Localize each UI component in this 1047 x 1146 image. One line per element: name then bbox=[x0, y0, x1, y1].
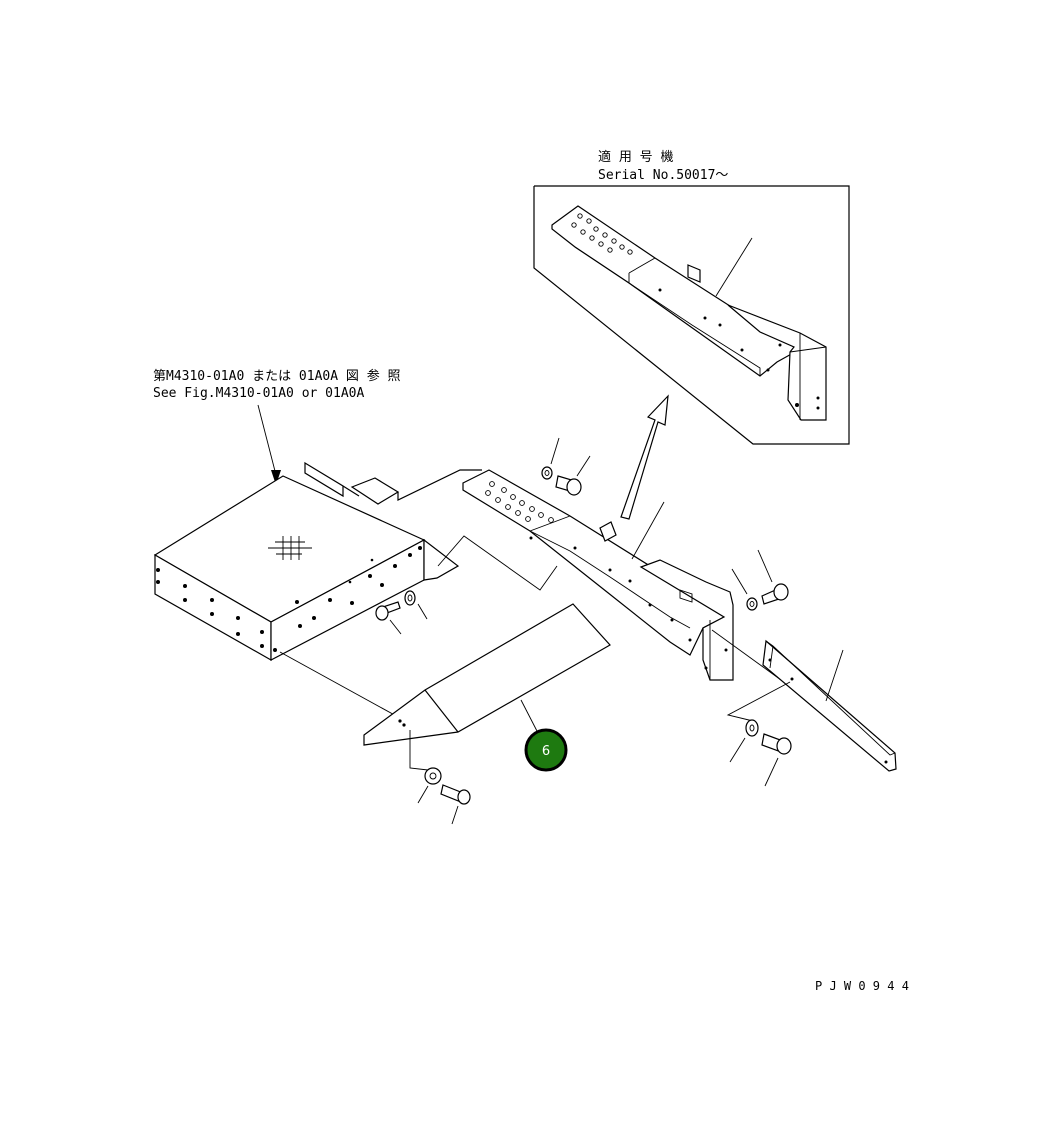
ref-note-jp: 第M4310-01A0 または 01A0A 図 参 照 bbox=[153, 368, 401, 384]
callout-6-badge[interactable] bbox=[524, 728, 568, 772]
bolt-housing bbox=[375, 590, 428, 635]
housing-label-glyph bbox=[268, 536, 312, 560]
drawing-code: P J W 0 9 4 4 bbox=[815, 979, 909, 993]
floor-plate bbox=[363, 603, 611, 746]
step-bracket-leader bbox=[631, 501, 665, 560]
ref-note-en: See Fig.M4310-01A0 or 01A0A bbox=[153, 386, 364, 401]
inset-leader bbox=[715, 237, 753, 297]
step-bracket bbox=[462, 469, 782, 681]
bolt-step-right bbox=[731, 549, 789, 611]
bolt-rail bbox=[729, 719, 792, 787]
inset-step-bracket bbox=[551, 205, 827, 421]
callout-6-number: 6 bbox=[542, 744, 550, 759]
side-rail bbox=[726, 639, 897, 772]
serial-note-en: Serial No.50017～ bbox=[598, 168, 728, 183]
inset-arrow bbox=[620, 394, 669, 520]
serial-inset: 適 用 号 機 Serial No.50017～ bbox=[533, 149, 850, 445]
reference-note: 第M4310-01A0 または 01A0A 図 参 照 See Fig.M431… bbox=[153, 368, 401, 485]
floor-housing bbox=[153, 461, 558, 719]
bolt-step-top bbox=[541, 437, 591, 496]
bolt-plate bbox=[409, 730, 471, 825]
callout-6-leader bbox=[520, 699, 539, 734]
callout-6[interactable]: 6 bbox=[524, 728, 568, 772]
inset-frame bbox=[533, 185, 850, 445]
serial-note-jp: 適 用 号 機 bbox=[598, 149, 673, 165]
